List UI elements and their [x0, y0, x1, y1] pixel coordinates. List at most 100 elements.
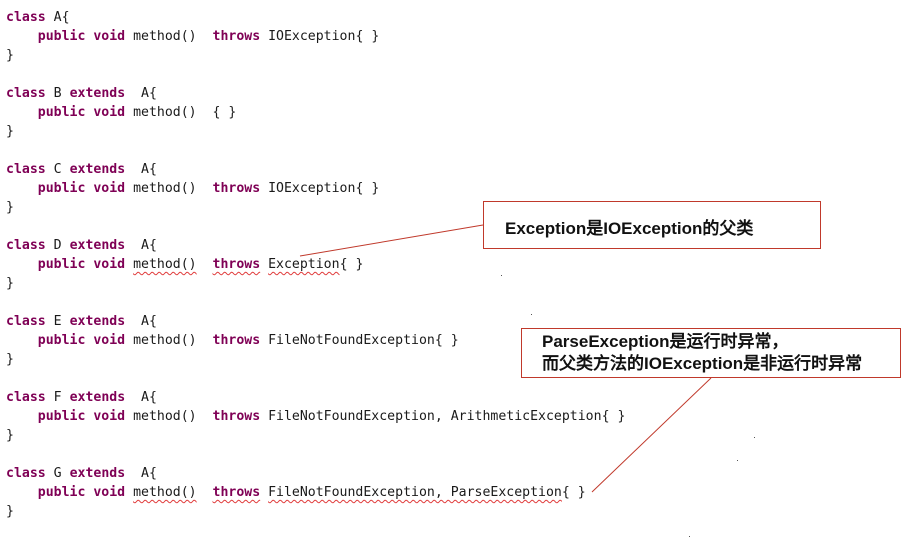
class-e-method: public void method() throws FileNotFound…	[6, 331, 459, 350]
method-body: { }	[355, 29, 380, 44]
open-brace: {	[148, 238, 157, 253]
superclass-name: A	[141, 238, 149, 253]
keyword-throws: throws	[212, 29, 261, 44]
keyword-class: class	[6, 390, 46, 405]
callout-exception-parent: Exception是IOException的父类	[483, 201, 821, 249]
throws-clause-error: FileNotFoundException, ParseException	[268, 485, 562, 500]
class-c-close: }	[6, 200, 14, 215]
connector-line-parse	[591, 377, 712, 493]
open-brace: {	[61, 10, 70, 25]
keyword-public: public	[37, 29, 86, 44]
superclass-name: A	[141, 466, 149, 481]
keyword-throws: throws	[212, 181, 261, 196]
keyword-class: class	[6, 466, 46, 481]
class-name: G	[53, 466, 62, 481]
keyword-extends: extends	[69, 390, 126, 405]
superclass-name: A	[141, 162, 149, 177]
method-name-error: method()	[133, 485, 197, 500]
stray-dot	[531, 314, 532, 315]
method-name-error: method()	[133, 257, 197, 272]
keyword-void: void	[93, 29, 126, 44]
class-e-declaration: class E extends A{	[6, 312, 157, 331]
stray-dot	[689, 536, 690, 537]
keyword-class: class	[6, 238, 46, 253]
method-body: { }	[601, 409, 626, 424]
keyword-public: public	[37, 485, 86, 500]
keyword-class: class	[6, 86, 46, 101]
open-brace: {	[148, 314, 157, 329]
method-body: { }	[355, 181, 380, 196]
keyword-extends: extends	[69, 86, 126, 101]
superclass-name: A	[141, 314, 149, 329]
keyword-extends: extends	[69, 162, 126, 177]
class-c-declaration: class C extends A{	[6, 160, 157, 179]
stray-dot	[501, 275, 502, 276]
method-body: { }	[561, 485, 586, 500]
connector-line-exception	[299, 224, 484, 257]
callout-exception-text: Exception是IOException的父类	[505, 219, 754, 238]
class-g-method: public void method() throws FileNotFound…	[6, 483, 586, 502]
method-body: { }	[212, 105, 237, 120]
superclass-name: A	[141, 390, 149, 405]
class-f-declaration: class F extends A{	[6, 388, 157, 407]
keyword-throws-error: throws	[212, 485, 261, 500]
open-brace: {	[148, 466, 157, 481]
method-name: method()	[133, 105, 197, 120]
open-brace: {	[148, 390, 157, 405]
keyword-extends: extends	[69, 314, 126, 329]
keyword-throws-error: throws	[212, 257, 261, 272]
method-body: { }	[339, 257, 364, 272]
keyword-void: void	[93, 105, 126, 120]
class-d-method: public void method() throws Exception{ }	[6, 255, 364, 274]
keyword-public: public	[37, 409, 86, 424]
keyword-public: public	[37, 257, 86, 272]
callout-parse-exception: ParseException是运行时异常， 而父类方法的IOException是…	[521, 328, 901, 378]
class-b-declaration: class B extends A{	[6, 84, 157, 103]
class-f-close: }	[6, 428, 14, 443]
keyword-extends: extends	[69, 238, 126, 253]
throws-clause: IOException	[268, 181, 356, 196]
throws-clause-error: Exception	[268, 257, 340, 272]
class-d-close: }	[6, 276, 14, 291]
keyword-extends: extends	[69, 466, 126, 481]
throws-clause: IOException	[268, 29, 356, 44]
class-a-method: public void method() throws IOException{…	[6, 27, 380, 46]
keyword-class: class	[6, 162, 46, 177]
class-b-method: public void method() { }	[6, 103, 237, 122]
method-name: method()	[133, 333, 197, 348]
keyword-void: void	[93, 333, 126, 348]
keyword-public: public	[37, 181, 86, 196]
throws-clause: FileNotFoundException, ArithmeticExcepti…	[268, 409, 602, 424]
method-name: method()	[133, 181, 197, 196]
keyword-void: void	[93, 257, 126, 272]
class-name: C	[53, 162, 62, 177]
class-g-close: }	[6, 504, 14, 519]
keyword-throws: throws	[212, 333, 261, 348]
class-name: A	[53, 10, 62, 25]
keyword-throws: throws	[212, 409, 261, 424]
keyword-class: class	[6, 314, 46, 329]
keyword-void: void	[93, 485, 126, 500]
superclass-name: A	[141, 86, 149, 101]
stray-dot	[737, 460, 738, 461]
class-d-declaration: class D extends A{	[6, 236, 157, 255]
class-name: B	[53, 86, 62, 101]
class-a-close: }	[6, 48, 14, 63]
method-name: method()	[133, 29, 197, 44]
class-a-declaration: class A{	[6, 8, 70, 27]
class-c-method: public void method() throws IOException{…	[6, 179, 380, 198]
throws-clause: FileNotFoundException	[268, 333, 435, 348]
class-name: D	[53, 238, 62, 253]
class-e-close: }	[6, 352, 14, 367]
open-brace: {	[148, 86, 157, 101]
callout-parse-line1: ParseException是运行时异常，	[542, 332, 789, 351]
keyword-void: void	[93, 181, 126, 196]
keyword-public: public	[37, 333, 86, 348]
keyword-public: public	[37, 105, 86, 120]
open-brace: {	[148, 162, 157, 177]
class-name: E	[53, 314, 62, 329]
class-f-method: public void method() throws FileNotFound…	[6, 407, 626, 426]
method-body: { }	[434, 333, 459, 348]
stray-dot	[754, 437, 755, 438]
class-name: F	[53, 390, 62, 405]
